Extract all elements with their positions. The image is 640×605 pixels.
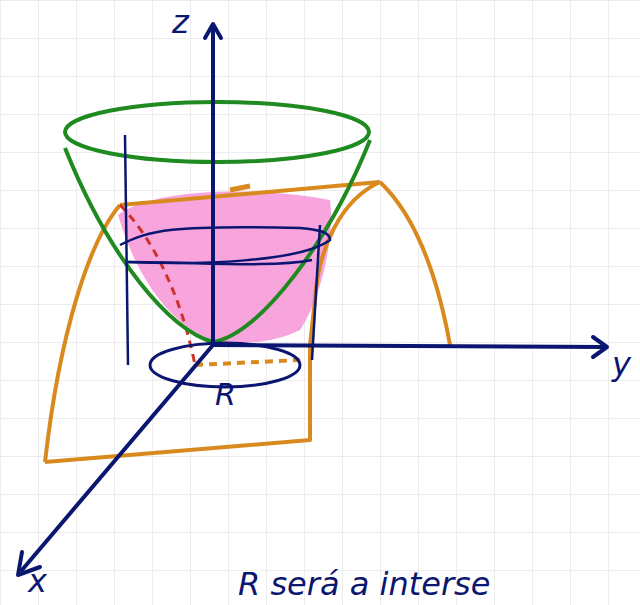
region-label: R	[215, 380, 236, 410]
handwritten-note: R será a interse	[238, 568, 490, 600]
axis-label: x	[28, 565, 47, 597]
axis-label: y	[612, 348, 631, 380]
axis-label: z	[172, 6, 189, 38]
